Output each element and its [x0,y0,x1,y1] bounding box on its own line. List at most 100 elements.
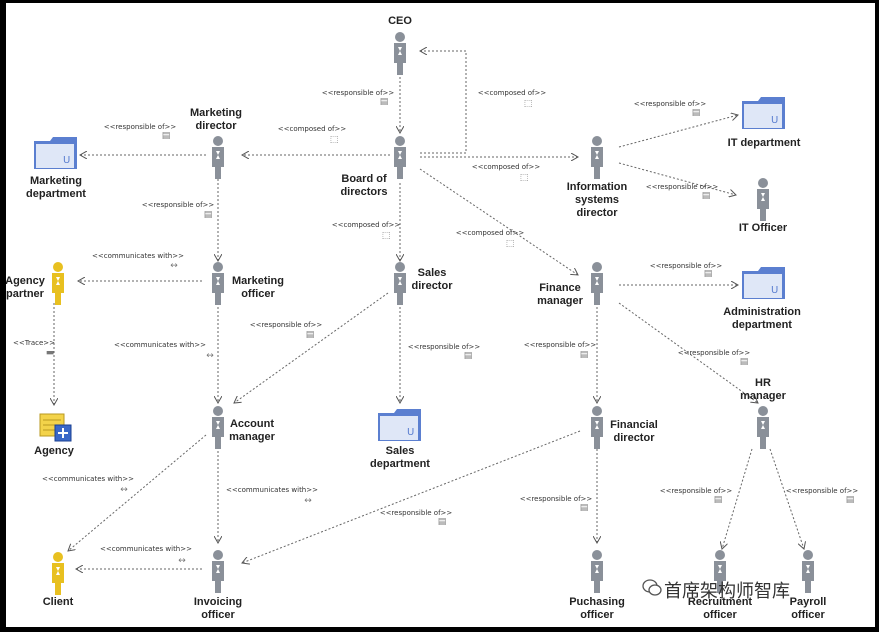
actor-icon [212,262,224,305]
node-finance-manager-label: Finance manager [537,282,583,307]
relation-label: <<responsible of>> [645,183,719,191]
node-financial-director-label: Financial director [610,419,658,444]
node-it-department-label: IT department [727,137,801,149]
node-board-label: Board of directors [340,173,388,198]
node-marketing-officer-label: Marketing officer [232,275,284,300]
actor-icon [591,406,603,449]
relation-label: <<responsible of>> [659,487,733,495]
relation-label: <<communicates with>> [226,486,318,494]
relation-label: <<responsible of>> [103,123,177,131]
relation-icon: ↔ [170,261,178,271]
svg-text:U: U [771,285,778,296]
relation-icon: ▤ [703,269,713,279]
actor-icon [52,552,64,595]
relation-label: <<responsible of>> [249,321,323,329]
relation-icon: ▬ [45,348,55,358]
node-it-officer-label: IT Officer [738,222,788,234]
actor-icon [757,178,769,221]
actor-icon [212,550,224,593]
edge-hr-recruitment [722,448,753,549]
node-marketing-director-label: Marketing director [190,107,242,132]
relation-label: <<responsible of>> [141,201,215,209]
relation-icon: ▤ [463,351,473,361]
folder-icon: U [742,267,785,299]
actor-icon [394,262,406,305]
node-sales-department-label: Sales department [370,445,430,470]
relation-icon: ⬚ [505,239,515,249]
relation-label: <<responsible of>> [321,89,395,97]
actor-icon [591,262,603,305]
edge-is-director-it-officer [618,162,736,195]
edge-account-manager-client [68,434,207,551]
relation-icon: ↔ [304,496,312,506]
diagram-canvas: U U U U CEO Board of directors Marketing… [6,3,875,627]
relation-icon: ▤ [579,350,589,360]
relation-label: <<composed of>> [471,163,541,171]
edge-board-finance-manager [419,168,578,275]
relation-label: <<Trace>> [12,339,56,347]
relation-icon: ▤ [691,108,701,118]
folder-icon: U [34,137,77,169]
relation-icon: ⬚ [519,173,529,183]
relation-icon: ↔ [206,351,214,361]
edge-financial-director-invoicing [242,430,581,563]
folder-icon: U [742,97,785,129]
node-purchasing-officer-label: Puchasing officer [569,596,625,621]
relation-label: <<responsible of>> [407,343,481,351]
svg-text:U: U [771,115,778,126]
actor-icon [591,136,603,179]
relation-icon: ↔ [178,556,186,566]
relation-icon: ⬚ [329,135,339,145]
watermark-text: 首席架构师智库 [664,581,790,602]
actor-icon [52,262,64,305]
relation-label: <<responsible of>> [677,349,751,357]
relation-label: <<responsible of>> [633,100,707,108]
relation-label: <<composed of>> [477,89,547,97]
node-marketing-department-label: Marketing department [26,175,86,200]
node-invoicing-officer-label: Invoicing officer [193,596,243,621]
relation-icon: ▤ [437,517,447,527]
relation-icon: ▤ [739,357,749,367]
relation-icon: ⬚ [381,231,391,241]
edge-sales-director-account-manager [234,292,389,403]
edge-is-director-it-department [618,115,738,148]
actor-icon [757,406,769,449]
node-agency-label: Agency [34,445,74,457]
folder-icon: U [378,409,421,441]
actor-icon [591,550,603,593]
node-hr-manager-label: HR manager [740,377,786,402]
class-icon [39,413,72,442]
edge-hr-payroll [769,448,804,549]
edge-finance-manager-hr [618,302,758,403]
relation-label: <<communicates with>> [114,341,206,349]
relation-label: <<responsible of>> [523,341,597,349]
node-administration-department-label: Administration department [723,306,801,331]
connectors [6,3,875,627]
actor-icon [212,406,224,449]
relation-icon: ▤ [161,131,171,141]
actor-icon [394,32,406,75]
actor-icon [714,550,726,593]
relation-label: <<communicates with>> [42,475,134,483]
actor-icon [212,136,224,179]
relation-icon: ↔ [120,485,128,495]
actor-icon [802,550,814,593]
relation-label: <<responsible of>> [519,495,593,503]
relation-label: <<responsible of>> [785,487,859,495]
node-recruitment-officer-label: Recruitment officer [687,596,753,621]
node-agency-partner-label: Agency partner [6,275,45,300]
wechat-icon [642,579,662,596]
node-account-manager-label: Account manager [229,418,275,443]
relation-icon: ▤ [845,495,855,505]
relation-label: <<communicates with>> [92,252,184,260]
node-ceo-label: CEO [388,15,412,27]
relation-icon: ▤ [713,495,723,505]
svg-text:U: U [407,427,414,438]
relation-label: <<responsible of>> [379,509,453,517]
relation-icon: ▤ [701,191,711,201]
edge-board-ceo [420,51,467,154]
relation-icon: ▤ [203,210,213,220]
svg-text:U: U [63,155,70,166]
relation-label: <<composed of>> [455,229,525,237]
node-payroll-officer-label: Payroll officer [789,596,827,621]
